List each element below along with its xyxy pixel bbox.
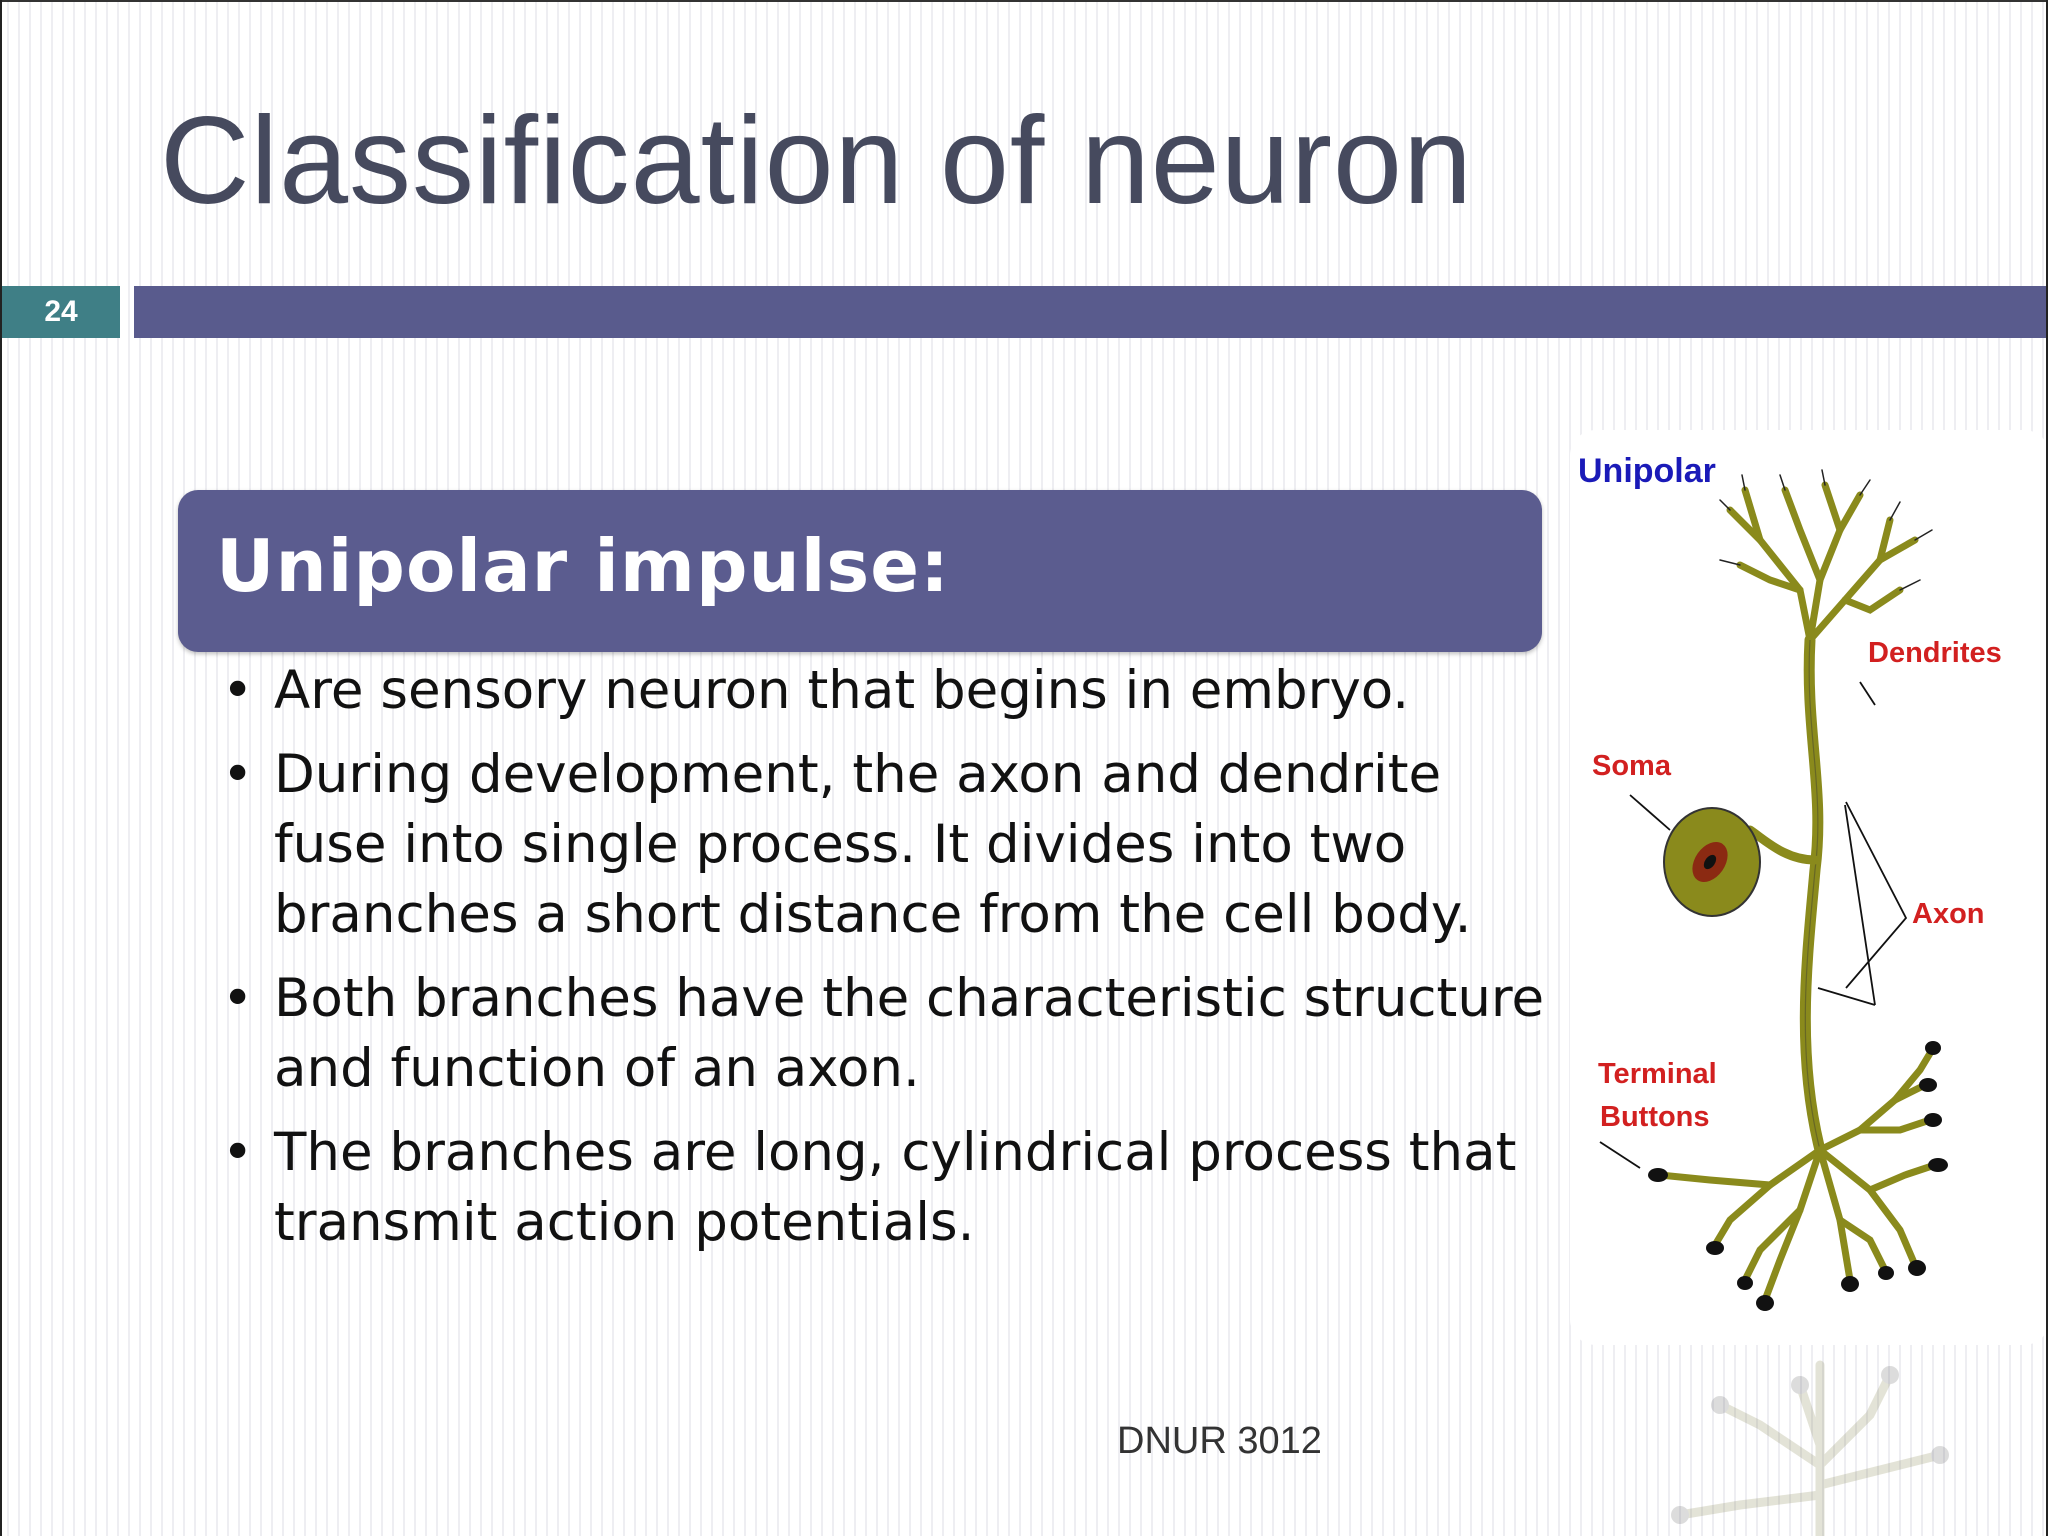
bullet-text: The branches are long, cylindrical proce… bbox=[274, 1122, 1517, 1253]
axon-label: Axon bbox=[1912, 898, 1985, 930]
bullet-text: During development, the axon and dendrit… bbox=[274, 744, 1472, 945]
slide-title: Classification of neuron bbox=[160, 92, 1473, 230]
figure-title: Unipolar bbox=[1578, 452, 1716, 490]
bullet-dot-icon: • bbox=[222, 744, 254, 805]
bullet-text: Both branches have the characteristic st… bbox=[274, 968, 1545, 1099]
soma-pointer bbox=[1629, 794, 1671, 831]
bullet-item: • Are sensory neuron that begins in embry… bbox=[212, 656, 1562, 726]
pointer-lines bbox=[1599, 681, 1908, 1169]
bullet-dot-icon: • bbox=[222, 660, 254, 721]
bullet-item: • Both branches have the characteristic s… bbox=[212, 964, 1562, 1104]
buttons-label: Buttons bbox=[1600, 1101, 1710, 1133]
figure-reflection bbox=[1671, 1360, 1949, 1536]
slide-number: 24 bbox=[2, 286, 120, 338]
axon-pointer-upper bbox=[1844, 804, 1876, 1006]
soma-label: Soma bbox=[1592, 750, 1672, 782]
bullet-item: • During development, the axon and dendri… bbox=[212, 740, 1562, 950]
terminal-pointer bbox=[1599, 1141, 1641, 1169]
bullet-list: • Are sensory neuron that begins in embry… bbox=[212, 656, 1562, 1272]
footer-course-code: DNUR 3012 bbox=[1117, 1420, 1322, 1462]
heading-box: Unipolar impulse: bbox=[178, 490, 1542, 652]
dendrites-shape bbox=[1726, 481, 1919, 644]
dendrite-outline bbox=[1719, 469, 1933, 591]
axon-bracket bbox=[1845, 801, 1908, 989]
bullet-dot-icon: • bbox=[222, 1122, 254, 1183]
axon-shape bbox=[1799, 634, 1826, 1156]
terminal-branches-shape bbox=[1656, 1046, 1939, 1304]
dendrites-label: Dendrites bbox=[1868, 637, 2002, 669]
title-bar bbox=[134, 286, 2046, 338]
terminal-buttons-shape bbox=[1648, 1041, 1948, 1311]
axon-pointer-lower bbox=[1817, 987, 1876, 1006]
unipolar-neuron-figure: Unipolar Dendrites Soma Axon Terminal Bu… bbox=[1570, 430, 2046, 1345]
bullet-dot-icon: • bbox=[222, 968, 254, 1029]
bullet-item: • The branches are long, cylindrical proc… bbox=[212, 1118, 1562, 1258]
dendrites-pointer bbox=[1859, 681, 1876, 706]
section-heading: Unipolar impulse: bbox=[216, 524, 950, 608]
top-rule bbox=[2, 0, 2046, 2]
bullet-text: Are sensory neuron that begins in embryo… bbox=[274, 660, 1410, 721]
terminal-label: Terminal bbox=[1598, 1058, 1717, 1090]
